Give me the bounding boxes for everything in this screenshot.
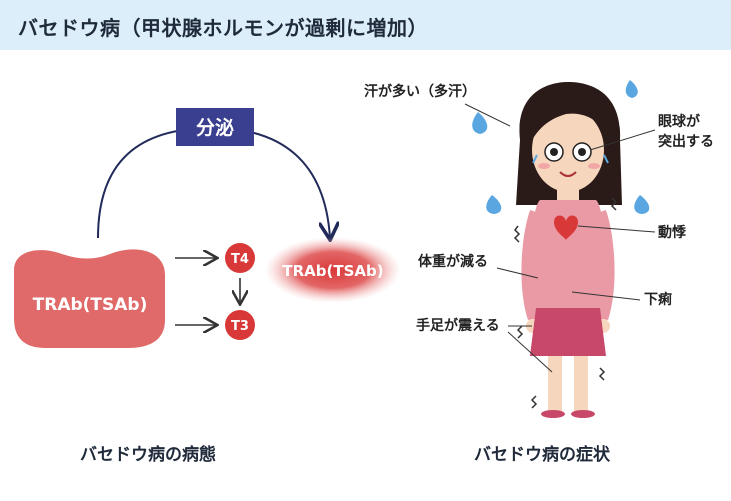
label-palpitation: 動悸 xyxy=(658,224,687,241)
right-shoe xyxy=(571,410,595,418)
t4-label: T4 xyxy=(231,252,249,267)
right-pupil xyxy=(578,148,586,156)
torso xyxy=(532,200,604,310)
antibody-label: TRAb(TSAb) xyxy=(33,295,148,315)
skirt xyxy=(530,308,606,356)
mouth xyxy=(559,171,577,177)
heart-icon xyxy=(554,215,578,240)
pathology-caption: バセドウ病の病態 xyxy=(80,445,216,465)
sweat-drop-icon xyxy=(625,80,638,98)
left-pupil xyxy=(550,148,558,156)
right-leg xyxy=(574,356,588,412)
tremor-squiggle-icon xyxy=(598,367,606,381)
label-weight-loss: 体重が減る xyxy=(418,253,488,270)
secreted-trab-label: TRAb(TSAb) xyxy=(282,262,383,280)
label-exophthalmos-2: 突出する xyxy=(658,133,714,150)
tremor-squiggle-icon xyxy=(513,225,521,243)
sweat-drop-icon xyxy=(472,112,488,134)
t4-circle xyxy=(225,243,255,273)
left-leg xyxy=(548,356,562,412)
page-title: バセドウ病（甲状腺ホルモンが過剰に増加） xyxy=(18,16,428,40)
label-sweating: 汗が多い（多汗） xyxy=(364,83,476,100)
header-bar: バセドウ病（甲状腺ホルモンが過剰に増加） xyxy=(0,0,731,50)
hair-bangs xyxy=(532,92,606,140)
label-exophthalmos-1: 眼球が xyxy=(658,113,701,130)
tremor-squiggle-icon xyxy=(610,197,618,211)
label-diarrhea: 下痢 xyxy=(644,291,672,308)
tremor-squiggle-icon xyxy=(530,395,538,409)
t3-circle xyxy=(225,310,255,340)
tremor-squiggle-icon xyxy=(516,325,524,339)
left-shoe xyxy=(541,410,565,418)
secretion-box xyxy=(176,108,254,146)
secretion-label: 分泌 xyxy=(196,116,234,139)
label-tremor: 手足が震える xyxy=(416,317,500,334)
secreted-trab-glow xyxy=(265,237,401,303)
face xyxy=(532,108,604,192)
antibody-blob xyxy=(14,249,165,348)
sweat-drop-icon xyxy=(486,195,502,214)
sweat-drop-icon xyxy=(634,195,650,214)
symptoms-caption: バセドウ病の症状 xyxy=(474,445,610,465)
t3-label: T3 xyxy=(231,319,249,334)
